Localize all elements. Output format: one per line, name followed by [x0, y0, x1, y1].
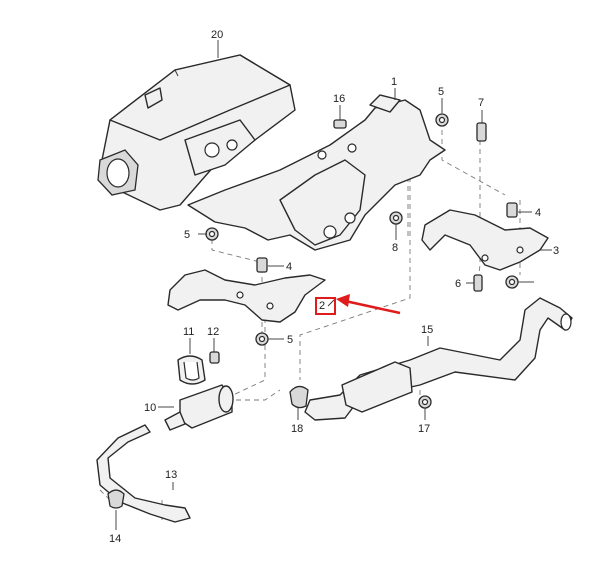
filter — [164, 384, 234, 431]
callout-5-lower: 5 — [287, 334, 293, 346]
right-bracket — [421, 209, 549, 271]
callout-20: 20 — [211, 29, 223, 41]
exhaust-pipe — [304, 297, 573, 421]
bolt-7 — [476, 122, 487, 142]
callout-12: 12 — [207, 326, 219, 338]
callout-8: 8 — [392, 242, 398, 254]
bolt-6 — [473, 274, 483, 292]
nut-5-lower — [255, 332, 269, 346]
main-mounting-bracket — [187, 94, 446, 251]
callout-4-right: 4 — [535, 207, 541, 219]
callout-11: 11 — [183, 326, 194, 338]
callout-leaders — [115, 40, 552, 530]
nut-5-left — [205, 227, 219, 241]
callout-16: 16 — [333, 93, 345, 105]
highlight-arrow-shaft — [344, 299, 401, 315]
callout-5-left: 5 — [184, 229, 190, 241]
callout-14: 14 — [109, 533, 121, 545]
highlight-marker — [315, 294, 401, 315]
callout-7: 7 — [478, 97, 484, 109]
callout-5-top: 5 — [438, 86, 444, 98]
callout-numbers: 1 2 3 4 4 5 5 5 6 7 8 10 11 12 13 14 15 … — [109, 29, 559, 545]
callout-6: 6 — [455, 278, 461, 290]
callout-3: 3 — [553, 245, 559, 257]
callout-17: 17 — [418, 423, 430, 435]
hose-clamp-18 — [289, 385, 309, 409]
clamp — [177, 355, 206, 385]
nut-5-top — [435, 113, 449, 127]
callout-2: 2 — [319, 300, 325, 312]
lower-bracket — [167, 269, 326, 323]
callout-4-left: 4 — [286, 261, 292, 273]
hose-clamp-14 — [107, 489, 125, 509]
bolt-16 — [333, 119, 347, 129]
heater-unit — [97, 54, 296, 211]
stud-4-left — [256, 257, 268, 273]
nut-5-right — [505, 275, 519, 289]
callout-13: 13 — [165, 469, 177, 481]
callout-15: 15 — [421, 324, 433, 336]
nut-17 — [418, 395, 432, 409]
screw-12 — [209, 351, 220, 364]
callout-18: 18 — [291, 423, 303, 435]
nut-8 — [389, 211, 403, 225]
callout-10: 10 — [144, 402, 156, 414]
highlight-box — [315, 297, 336, 315]
callout-1: 1 — [391, 76, 397, 88]
highlight-arrow-head — [336, 294, 350, 307]
stud-4-right — [506, 202, 518, 218]
